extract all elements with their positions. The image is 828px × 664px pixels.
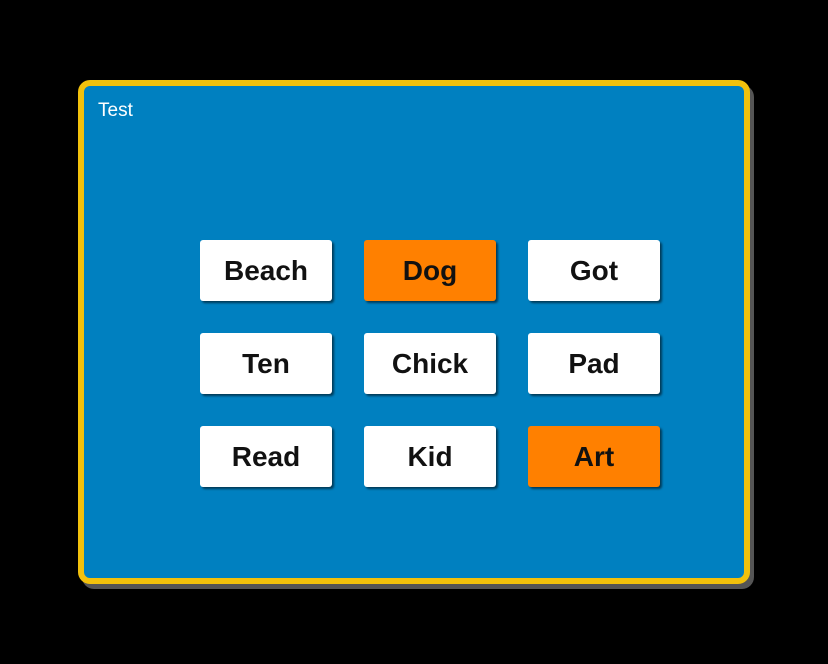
word-tile-kid[interactable]: Kid (364, 426, 496, 487)
word-tile-pad[interactable]: Pad (528, 333, 660, 394)
word-tile-read[interactable]: Read (200, 426, 332, 487)
word-tile-got[interactable]: Got (528, 240, 660, 301)
word-tile-art[interactable]: Art (528, 426, 660, 487)
word-tile-beach[interactable]: Beach (200, 240, 332, 301)
test-panel: Test Beach Dog Got Ten Chick Pad Read Ki… (78, 80, 750, 584)
word-grid: Beach Dog Got Ten Chick Pad Read Kid Art (200, 240, 660, 487)
word-tile-dog[interactable]: Dog (364, 240, 496, 301)
word-tile-chick[interactable]: Chick (364, 333, 496, 394)
panel-title: Test (98, 100, 133, 121)
word-tile-ten[interactable]: Ten (200, 333, 332, 394)
